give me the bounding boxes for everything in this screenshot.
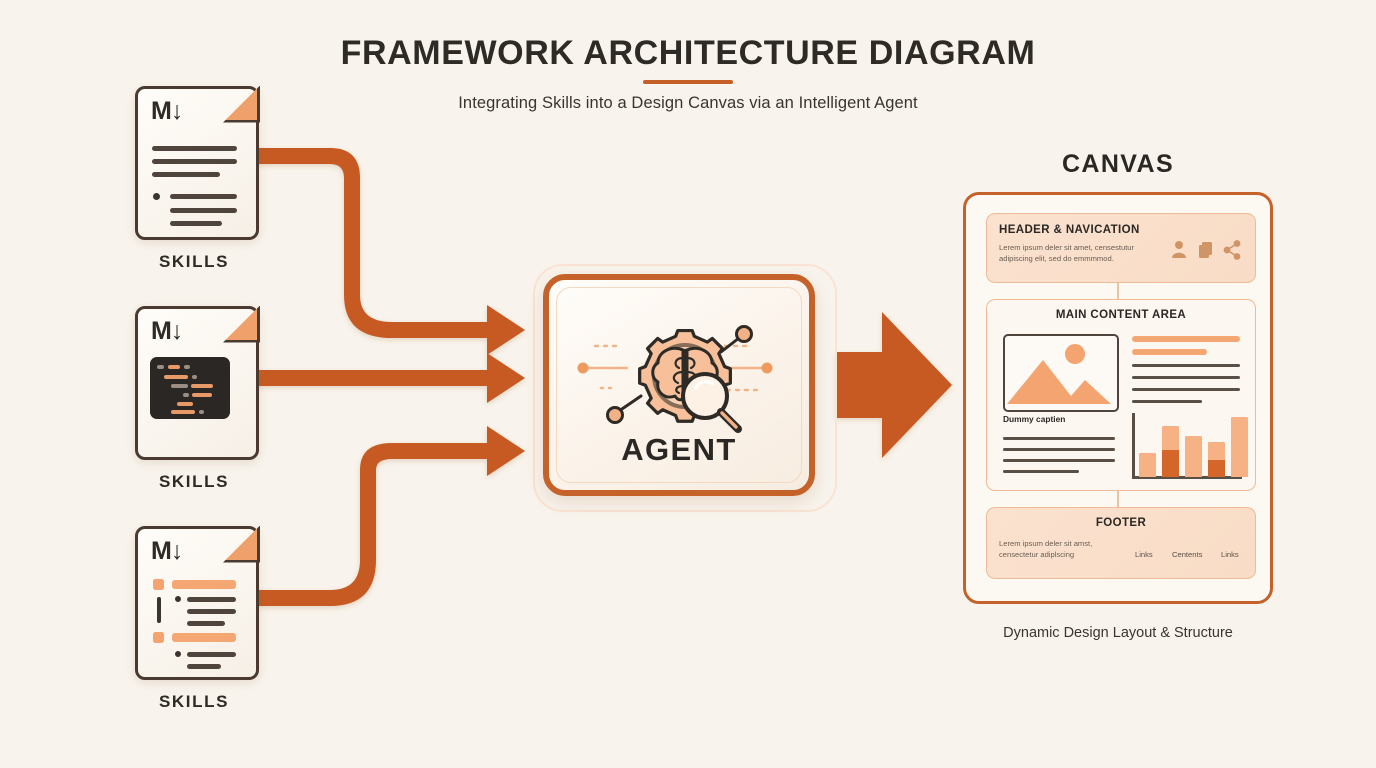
page-title: FRAMEWORK ARCHITECTURE DIAGRAM xyxy=(340,34,1036,72)
page-fold-icon xyxy=(223,526,260,563)
agent-inner-border xyxy=(556,287,802,483)
agent-label: AGENT xyxy=(621,432,737,467)
user-icon xyxy=(1172,241,1186,258)
markdown-icon: M↓ xyxy=(151,537,183,565)
canvas-footer-title: FOOTER xyxy=(1095,517,1147,529)
code-block-icon xyxy=(150,357,230,419)
agent-glow-ring xyxy=(533,264,837,512)
skill-node-1[interactable]: M↓ SKILLS xyxy=(135,86,253,272)
canvas-main-section[interactable]: MAIN CONTENT AREA Dummy captien xyxy=(986,299,1256,491)
arrow-agent-to-canvas xyxy=(836,312,952,458)
skill-node-2[interactable]: M↓ SKILLS xyxy=(135,306,253,492)
skill-label-2: SKILLS xyxy=(158,472,230,491)
arrow-skill-1 xyxy=(253,148,525,355)
skill-node-3[interactable]: M↓ SKILLS xyxy=(135,526,253,712)
skill-document-3: M↓ xyxy=(135,526,259,680)
page-fold-icon xyxy=(223,86,260,123)
footer-link-1[interactable]: Links xyxy=(1135,550,1153,559)
title-divider xyxy=(643,79,733,84)
skill-label-1: SKILLS xyxy=(158,252,230,271)
skill-document-2: M↓ xyxy=(135,306,259,460)
canvas-header-section[interactable]: HEADER & NAVICATION Lerem ipsum deler si… xyxy=(986,213,1256,283)
canvas-footer-section[interactable]: FOOTER Lerem ipsum deler sit amst, cense… xyxy=(986,507,1256,579)
mountain-image-icon xyxy=(1007,344,1111,404)
agent-icon xyxy=(577,325,773,433)
connector-main-footer xyxy=(1117,491,1119,507)
connector-header-main xyxy=(1117,283,1119,299)
image-placeholder xyxy=(1003,334,1119,412)
share-icon xyxy=(1223,240,1241,260)
markdown-icon: M↓ xyxy=(151,317,183,345)
canvas-footer-body: Lerem ipsum deler sit amst, censectetur … xyxy=(999,539,1093,560)
canvas-header-title: HEADER & NAVICATION xyxy=(999,224,1140,236)
title-block: FRAMEWORK ARCHITECTURE DIAGRAM Integrati… xyxy=(0,34,1376,113)
agent-node[interactable]: AGENT xyxy=(543,274,815,496)
arrow-skill-2 xyxy=(253,353,525,403)
page-subtitle: Integrating Skills into a Design Canvas … xyxy=(458,93,918,112)
skill-label-3: SKILLS xyxy=(158,692,230,711)
canvas-caption: Dynamic Design Layout & Structure xyxy=(1003,625,1233,641)
skill-document-1: M↓ xyxy=(135,86,259,240)
copy-icon xyxy=(1199,242,1212,258)
canvas-node[interactable]: HEADER & NAVICATION Lerem ipsum deler si… xyxy=(963,192,1273,604)
footer-link-3[interactable]: Links xyxy=(1221,550,1239,559)
footer-link-2[interactable]: Centents xyxy=(1172,550,1203,559)
arrow-skill-3 xyxy=(253,426,525,606)
canvas-main-title: MAIN CONTENT AREA xyxy=(1055,309,1187,321)
canvas-header-icons[interactable] xyxy=(1171,240,1243,260)
image-caption: Dummy captien xyxy=(1003,414,1066,424)
canvas-title: CANVAS xyxy=(1061,150,1175,178)
canvas-header-body: Lerem ipsum deler sit amet, censestutur … xyxy=(999,243,1135,264)
page-fold-icon xyxy=(223,306,260,343)
markdown-icon: M↓ xyxy=(151,97,183,125)
